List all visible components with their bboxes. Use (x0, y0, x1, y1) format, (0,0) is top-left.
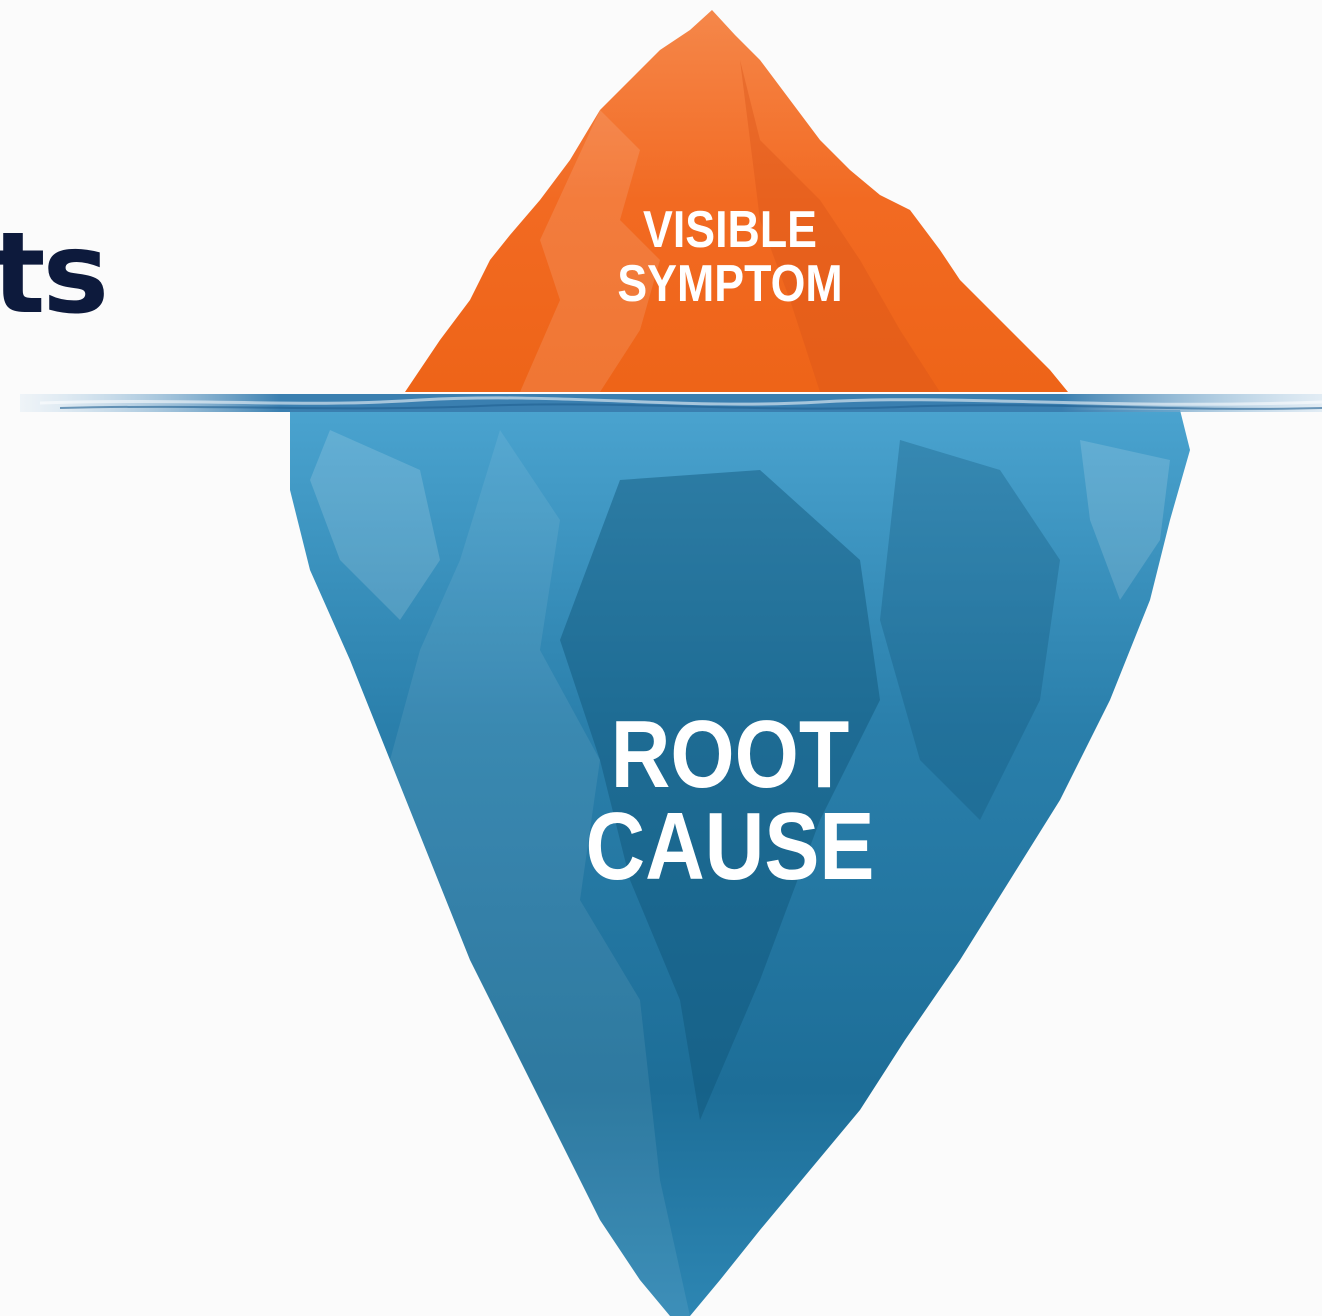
tip-label-line2: SYMPTOM (584, 256, 876, 312)
tip-label-line1: VISIBLE (584, 202, 876, 258)
base-label-line1: ROOT (549, 706, 910, 804)
base-label-line2: CAUSE (549, 798, 910, 896)
